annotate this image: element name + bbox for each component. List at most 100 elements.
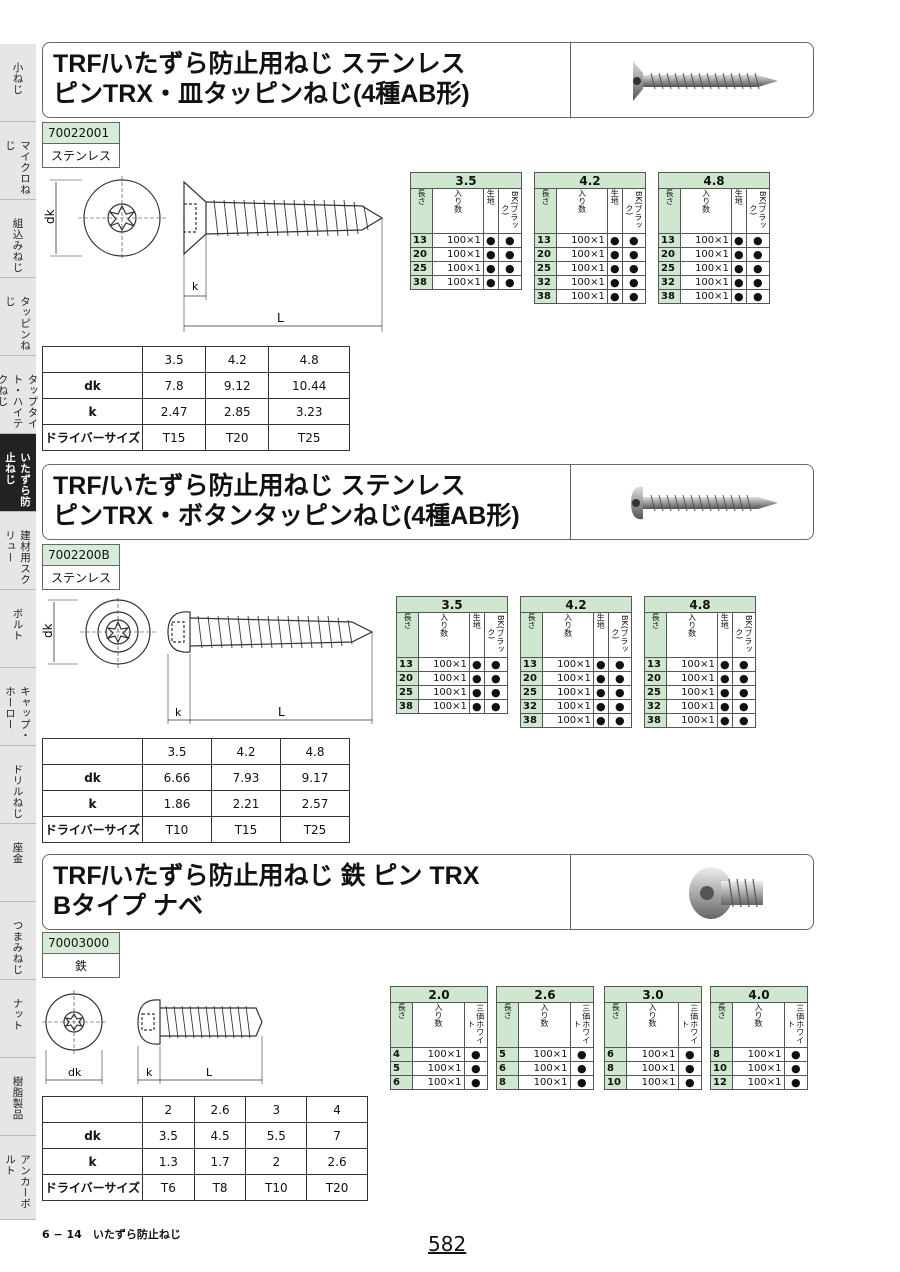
column-header: 入り数 (433, 1003, 443, 1027)
column-header: 長さ (611, 1003, 621, 1019)
section-3-dk-label: dk (68, 1066, 82, 1079)
page-number: 582 (428, 1232, 467, 1256)
sidebar-tab[interactable]: つまみねじ (0, 902, 36, 980)
sidebar-tab[interactable]: 座金 (0, 824, 36, 902)
quantity-cell: 100×1 (680, 247, 732, 262)
availability-dot: ● (482, 261, 499, 276)
sidebar-tab[interactable]: アンカーボルト (0, 1136, 36, 1220)
quantity-cell: 100×1 (518, 1075, 571, 1090)
availability-dot: ● (730, 261, 747, 276)
availability-dot: ● (745, 261, 771, 276)
sidebar-tab[interactable]: 建材用スクリュー (0, 512, 36, 590)
dim-value-cell: 4.5 (193, 1122, 247, 1149)
quantity-cell: 100×1 (542, 685, 594, 700)
column-header: 長さ (403, 613, 413, 629)
section-3-title-line2: Bタイプ ナベ (53, 892, 204, 920)
sidebar-tab-label: アンカーボルト (4, 1154, 31, 1209)
countersunk-screw-photo (633, 61, 778, 101)
dim-value-cell: T15 (211, 816, 281, 843)
quantity-cell: 100×1 (432, 233, 484, 248)
sidebar-tab[interactable]: ドリルねじ (0, 746, 36, 824)
sidebar-tab-label: 建材用スクリュー (4, 530, 31, 585)
dim-row-label: ドライバーサイズ (42, 816, 143, 843)
column-header: 長さ (541, 189, 551, 205)
dim-value-cell: T25 (280, 816, 350, 843)
dim-value-cell: 3.5 (142, 1122, 195, 1149)
dim-value-cell: 2.57 (280, 790, 350, 817)
availability-dot: ● (677, 1061, 702, 1076)
availability-dot: ● (468, 699, 485, 714)
dim-value-cell: 2.21 (211, 790, 281, 817)
quantity-cell: 100×1 (418, 657, 470, 672)
availability-dot: ● (569, 1061, 594, 1076)
availability-dot: ● (483, 685, 509, 700)
sidebar-tab[interactable]: ナット (0, 980, 36, 1058)
size-label: 3.0 (604, 986, 702, 1003)
section-2-title-line2: ピンTRX・ボタンタッピンねじ(4種AB形) (53, 502, 520, 530)
section-1-product-code: 70022001 (43, 123, 119, 144)
sidebar-tab[interactable]: ボルト (0, 590, 36, 668)
sidebar-tab[interactable]: マイクロねじ (0, 122, 36, 200)
availability-dot: ● (783, 1061, 808, 1076)
availability-dot: ● (483, 657, 509, 672)
column-header: 生地 (720, 613, 730, 629)
dim-row-label: ドライバーサイズ (42, 424, 143, 451)
size-label: 3.5 (396, 596, 508, 613)
quantity-cell: 100×1 (732, 1047, 785, 1062)
quantity-cell: 100×1 (556, 289, 608, 304)
sidebar-tab-label: タッピンねじ (4, 296, 31, 351)
availability-dot: ● (592, 713, 609, 728)
quantity-cell: 100×1 (626, 1047, 679, 1062)
length-cell: 13 (643, 657, 668, 672)
availability-dot: ● (592, 657, 609, 672)
sidebar-tab[interactable]: いたずら防止ねじ (0, 434, 36, 512)
dim-value-cell: 9.12 (205, 372, 270, 399)
length-cell: 38 (657, 289, 682, 304)
column-header: 入り数 (647, 1003, 657, 1027)
dim-value-cell: 7 (306, 1122, 368, 1149)
availability-dot: ● (783, 1047, 808, 1062)
dim-header-cell: 4.8 (280, 738, 350, 765)
availability-dot: ● (463, 1047, 488, 1062)
length-cell: 4 (389, 1047, 414, 1062)
quantity-cell: 100×1 (556, 275, 608, 290)
sidebar-tab[interactable]: 樹脂製品 (0, 1058, 36, 1136)
column-header: 三価ホワイト (680, 1004, 699, 1044)
availability-dot: ● (731, 657, 757, 672)
sidebar-tab[interactable]: 組込みねじ (0, 200, 36, 278)
sidebar-tab[interactable]: キャップ・ホーロー (0, 668, 36, 746)
dim-header-cell: 4.2 (211, 738, 281, 765)
section-1-dk-label: dk (43, 209, 57, 224)
sidebar-tab[interactable]: 小ねじ (0, 44, 36, 122)
sidebar-tab[interactable]: タッピンねじ (0, 278, 36, 356)
length-cell: 10 (709, 1061, 734, 1076)
size-label: 3.5 (410, 172, 522, 189)
size-label: 2.6 (496, 986, 594, 1003)
dim-row-label: dk (42, 764, 143, 791)
availability-dot: ● (730, 247, 747, 262)
quantity-cell: 100×1 (418, 699, 470, 714)
availability-dot: ● (592, 671, 609, 686)
length-cell: 20 (519, 671, 544, 686)
dim-row-label: k (42, 1148, 143, 1175)
sidebar-tab-label: 組込みねじ (11, 218, 24, 273)
sidebar-tab[interactable]: タップタイト・ハイテクねじ (0, 356, 39, 434)
sidebar-tab-label: 樹脂製品 (11, 1076, 24, 1120)
dim-value-cell: 9.17 (280, 764, 350, 791)
length-cell: 13 (395, 657, 420, 672)
column-header: 生地 (734, 189, 744, 205)
pan-screw-photo (689, 867, 763, 919)
section-3-code-box: 70003000 鉄 (42, 932, 120, 978)
